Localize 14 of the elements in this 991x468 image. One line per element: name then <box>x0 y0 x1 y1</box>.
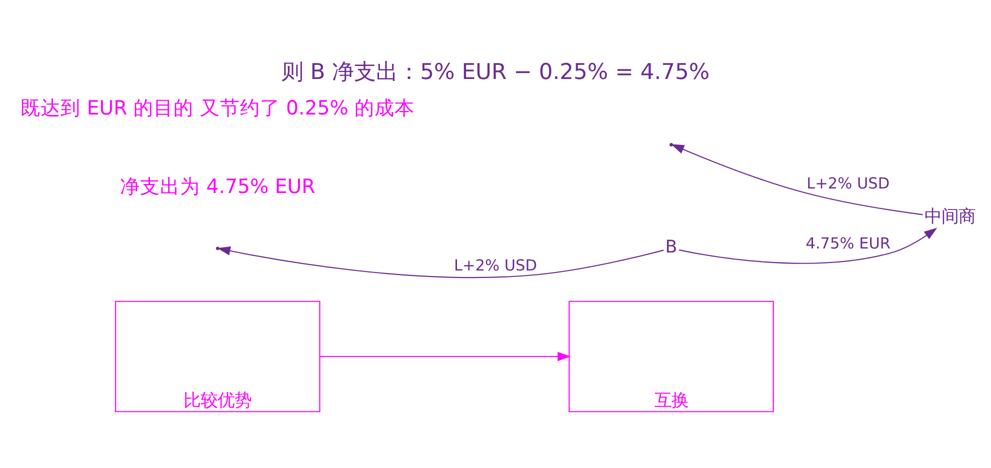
edge-label: L+2% USD <box>454 256 537 274</box>
diagram-title: 则 B 净支出：5% EUR − 0.25% = 4.75% <box>281 60 710 85</box>
arrow <box>678 227 938 264</box>
label: 既达到 EUR 的目的 又节约了 0.25% 的成本 <box>20 96 415 120</box>
node-text: 中间商 <box>924 206 976 226</box>
node-box: 比较优势 <box>115 300 320 412</box>
arrow <box>217 246 664 278</box>
arrow <box>671 144 923 215</box>
label: 净支出为 4.75% EUR <box>120 174 316 198</box>
edge-label: L+2% USD <box>806 174 890 192</box>
edge-label: 4.75% EUR <box>806 234 891 252</box>
node-text: B <box>665 237 678 258</box>
arrow <box>320 351 571 361</box>
node-box: 互换 <box>568 300 774 412</box>
